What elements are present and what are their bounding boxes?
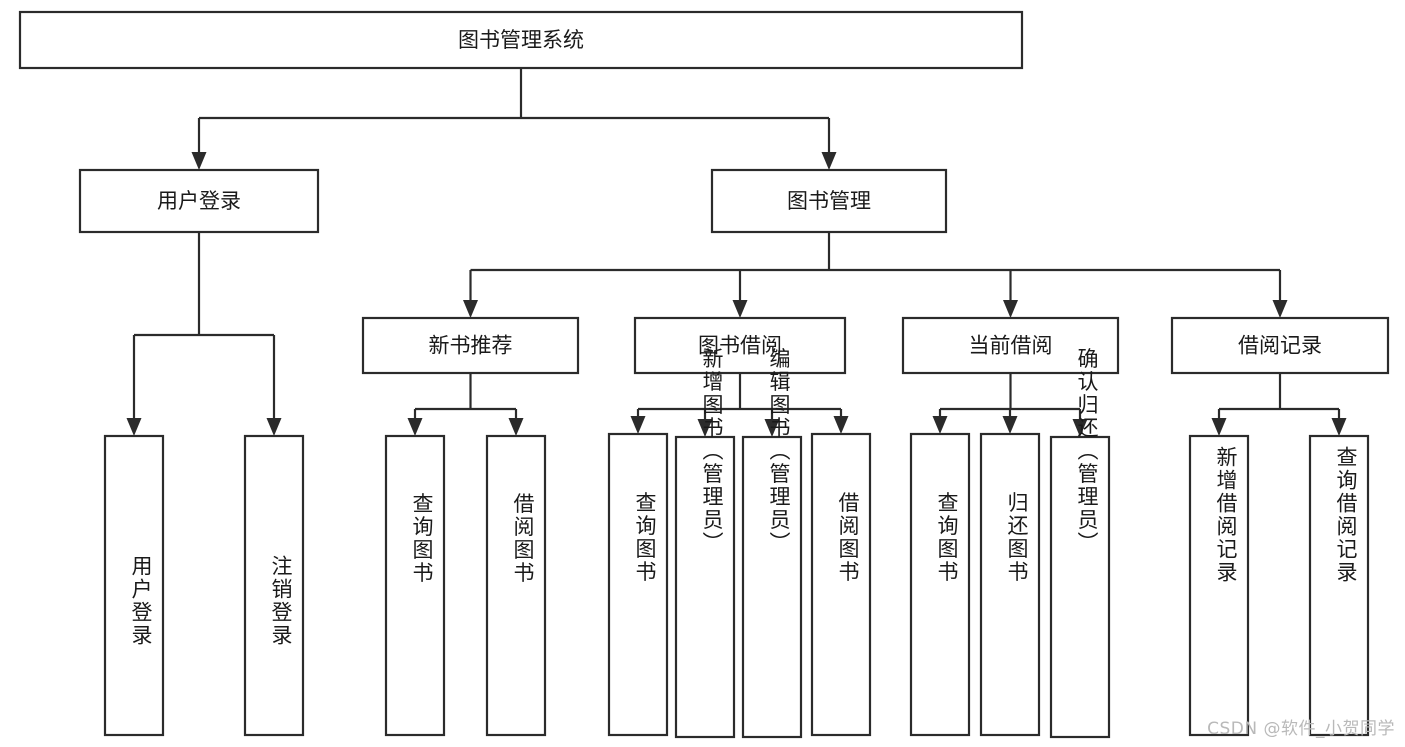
node-归还图书[interactable]: 归还图书	[979, 432, 1041, 737]
node-新增借阅记录-label: 新增借阅记录	[1214, 446, 1238, 584]
node-编辑图书管理员[interactable]: 编辑图书（管理员）	[741, 348, 803, 739]
node-图书管理-label: 图书管理	[787, 189, 871, 213]
node-查询图书-label: 查询图书	[410, 493, 434, 585]
node-用户登录-arrow	[126, 418, 142, 436]
node-查询借阅记录[interactable]: 查询借阅记录	[1308, 434, 1370, 737]
node-借阅图书-arrow	[833, 416, 849, 434]
node-新书推荐-box[interactable]	[361, 316, 580, 375]
node-用户登录[interactable]: 用户登录	[103, 434, 165, 737]
node-查询图书-arrow	[932, 416, 948, 434]
node-图书管理[interactable]: 图书管理	[710, 168, 948, 234]
node-确认归还管理员-arrow	[1072, 419, 1088, 437]
node-注销登录-box[interactable]	[243, 434, 305, 737]
node-归还图书-arrow	[1002, 416, 1018, 434]
node-用户登录[interactable]: 用户登录	[78, 168, 320, 234]
node-新增图书管理员[interactable]: 新增图书（管理员）	[674, 348, 736, 739]
node-图书借阅-arrow	[732, 300, 748, 318]
node-用户登录-label: 用户登录	[129, 555, 153, 647]
node-查询图书-arrow	[630, 416, 646, 434]
node-图书管理-box[interactable]	[710, 168, 948, 234]
node-layer: 图书管理系统用户登录用户登录注销登录图书管理新书推荐查询图书借阅图书图书借阅查询…	[18, 10, 1390, 739]
node-新书推荐-arrow	[463, 300, 478, 318]
node-用户登录-label: 用户登录	[157, 189, 241, 213]
node-当前借阅-box[interactable]	[901, 316, 1120, 375]
node-新增借阅记录[interactable]: 新增借阅记录	[1188, 434, 1250, 737]
node-查询图书[interactable]: 查询图书	[384, 434, 446, 737]
node-查询图书-box[interactable]	[909, 432, 971, 737]
node-查询图书-arrow	[407, 418, 423, 436]
connector-layer	[126, 68, 1347, 437]
node-查询图书-label: 查询图书	[633, 492, 657, 584]
node-新书推荐[interactable]: 新书推荐	[361, 316, 580, 375]
node-新增借阅记录-arrow	[1211, 418, 1227, 436]
node-查询借阅记录-box[interactable]	[1308, 434, 1370, 737]
node-借阅图书-arrow	[508, 418, 524, 436]
node-查询图书[interactable]: 查询图书	[909, 432, 971, 737]
node-用户登录-box[interactable]	[103, 434, 165, 737]
node-确认归还管理员-box[interactable]	[1049, 435, 1111, 739]
node-编辑图书管理员-box[interactable]	[741, 435, 803, 739]
node-图书借阅-label: 图书借阅	[698, 334, 782, 358]
node-图书借阅-box[interactable]	[633, 316, 847, 375]
node-新增图书管理员-label: 新增图书（管理员）	[700, 348, 724, 555]
node-查询图书[interactable]: 查询图书	[607, 432, 669, 737]
node-归还图书-box[interactable]	[979, 432, 1041, 737]
node-查询图书-box[interactable]	[384, 434, 446, 737]
node-查询借阅记录-arrow	[1331, 418, 1347, 436]
node-借阅记录-arrow	[1272, 300, 1288, 318]
node-借阅图书[interactable]: 借阅图书	[810, 432, 872, 737]
node-当前借阅-arrow	[1003, 300, 1018, 318]
node-当前借阅[interactable]: 当前借阅	[901, 316, 1120, 375]
node-新增图书管理员-box[interactable]	[674, 435, 736, 739]
node-编辑图书管理员-label: 编辑图书（管理员）	[767, 348, 791, 555]
node-借阅图书-box[interactable]	[485, 434, 547, 737]
node-归还图书-label: 归还图书	[1005, 492, 1029, 584]
node-编辑图书管理员-arrow	[764, 419, 780, 437]
node-借阅图书-label: 借阅图书	[836, 492, 860, 584]
node-借阅图书-box[interactable]	[810, 432, 872, 737]
node-查询图书-box[interactable]	[607, 432, 669, 737]
node-新书推荐-label: 新书推荐	[429, 334, 513, 358]
node-图书管理系统[interactable]: 图书管理系统	[18, 10, 1024, 70]
node-确认归还管理员-label: 确认归还（管理员）	[1075, 348, 1099, 555]
node-借阅图书[interactable]: 借阅图书	[485, 434, 547, 737]
node-借阅图书-label: 借阅图书	[511, 493, 535, 585]
node-图书管理-arrow	[821, 152, 837, 170]
node-当前借阅-label: 当前借阅	[969, 334, 1053, 358]
node-注销登录[interactable]: 注销登录	[243, 434, 305, 737]
node-图书管理系统-label: 图书管理系统	[458, 28, 584, 52]
node-图书管理系统-box[interactable]	[18, 10, 1024, 70]
node-借阅记录-label: 借阅记录	[1238, 334, 1322, 358]
node-查询图书-label: 查询图书	[935, 492, 959, 584]
node-用户登录-box[interactable]	[78, 168, 320, 234]
node-借阅记录[interactable]: 借阅记录	[1170, 316, 1390, 375]
node-查询借阅记录-label: 查询借阅记录	[1334, 446, 1358, 584]
node-新增借阅记录-box[interactable]	[1188, 434, 1250, 737]
node-用户登录-arrow	[191, 152, 207, 170]
node-图书借阅[interactable]: 图书借阅	[633, 316, 847, 375]
node-借阅记录-box[interactable]	[1170, 316, 1390, 375]
node-注销登录-arrow	[266, 418, 282, 436]
node-新增图书管理员-arrow	[697, 419, 713, 437]
node-注销登录-label: 注销登录	[269, 555, 293, 647]
node-确认归还管理员[interactable]: 确认归还（管理员）	[1049, 348, 1111, 739]
